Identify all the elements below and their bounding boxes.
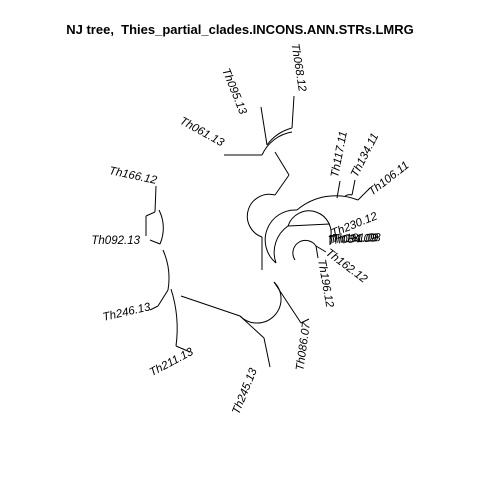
tree-edge [239, 315, 265, 339]
tip-label: Th106.11 [366, 160, 411, 199]
tip-label: Th134.11 [349, 131, 381, 179]
tree-edge [264, 209, 298, 264]
tree-edge [296, 195, 359, 211]
tree-edge [287, 210, 332, 241]
tree-edge [149, 239, 161, 245]
tree-edge [149, 305, 159, 311]
tree-edge [158, 209, 164, 245]
tree-edge [287, 223, 331, 227]
tip-label: Th211.13 [148, 346, 196, 379]
tree-edge [157, 289, 169, 307]
tip-label: Th166.12 [108, 165, 159, 187]
tip-label: Th246.13 [102, 301, 153, 324]
tree-edge [291, 95, 295, 129]
tip-label: Th245.13 [230, 366, 260, 416]
tree-edge [292, 239, 317, 261]
tree-edge [170, 288, 178, 347]
tip-label: Th095.13 [219, 67, 249, 117]
tree-edge [145, 211, 156, 217]
tree-edge [261, 131, 293, 156]
tree-edge [239, 281, 282, 324]
tree-edge [162, 249, 170, 291]
tree-edge [260, 106, 268, 146]
tip-label: Th061.13 [178, 115, 227, 149]
plot-title: NJ tree, Thies_partial_clades.INCONS.ANN… [66, 22, 414, 37]
tip-label: Th086.07 [294, 321, 313, 371]
tip-label: Th084.09 [328, 232, 378, 247]
tree-edge [274, 174, 290, 196]
tree-edge [246, 193, 276, 238]
tree-edge [274, 151, 290, 176]
tree-edge [263, 337, 271, 368]
tree-edge [344, 194, 353, 197]
tip-label: Th092.13 [91, 235, 140, 247]
tree-edge [175, 345, 191, 353]
tree-edge [357, 187, 371, 201]
tip-label: Th117.11 [329, 130, 350, 178]
tree-edge [154, 185, 157, 213]
tip-label: Th068.12 [288, 43, 308, 93]
tree-edge [266, 127, 293, 146]
tree-edge [351, 179, 356, 196]
tip-label: Th196.12 [315, 258, 335, 309]
tree-edge [336, 180, 341, 199]
tree-edge [273, 225, 289, 264]
tip-label: Th181.08 [332, 232, 381, 245]
tree-edge [180, 295, 241, 317]
tree-edge [300, 318, 310, 324]
tree-edges [145, 95, 371, 368]
tree-edge [315, 245, 319, 259]
tree-edge [315, 245, 327, 253]
tip-label: Th091.09 [330, 232, 380, 246]
